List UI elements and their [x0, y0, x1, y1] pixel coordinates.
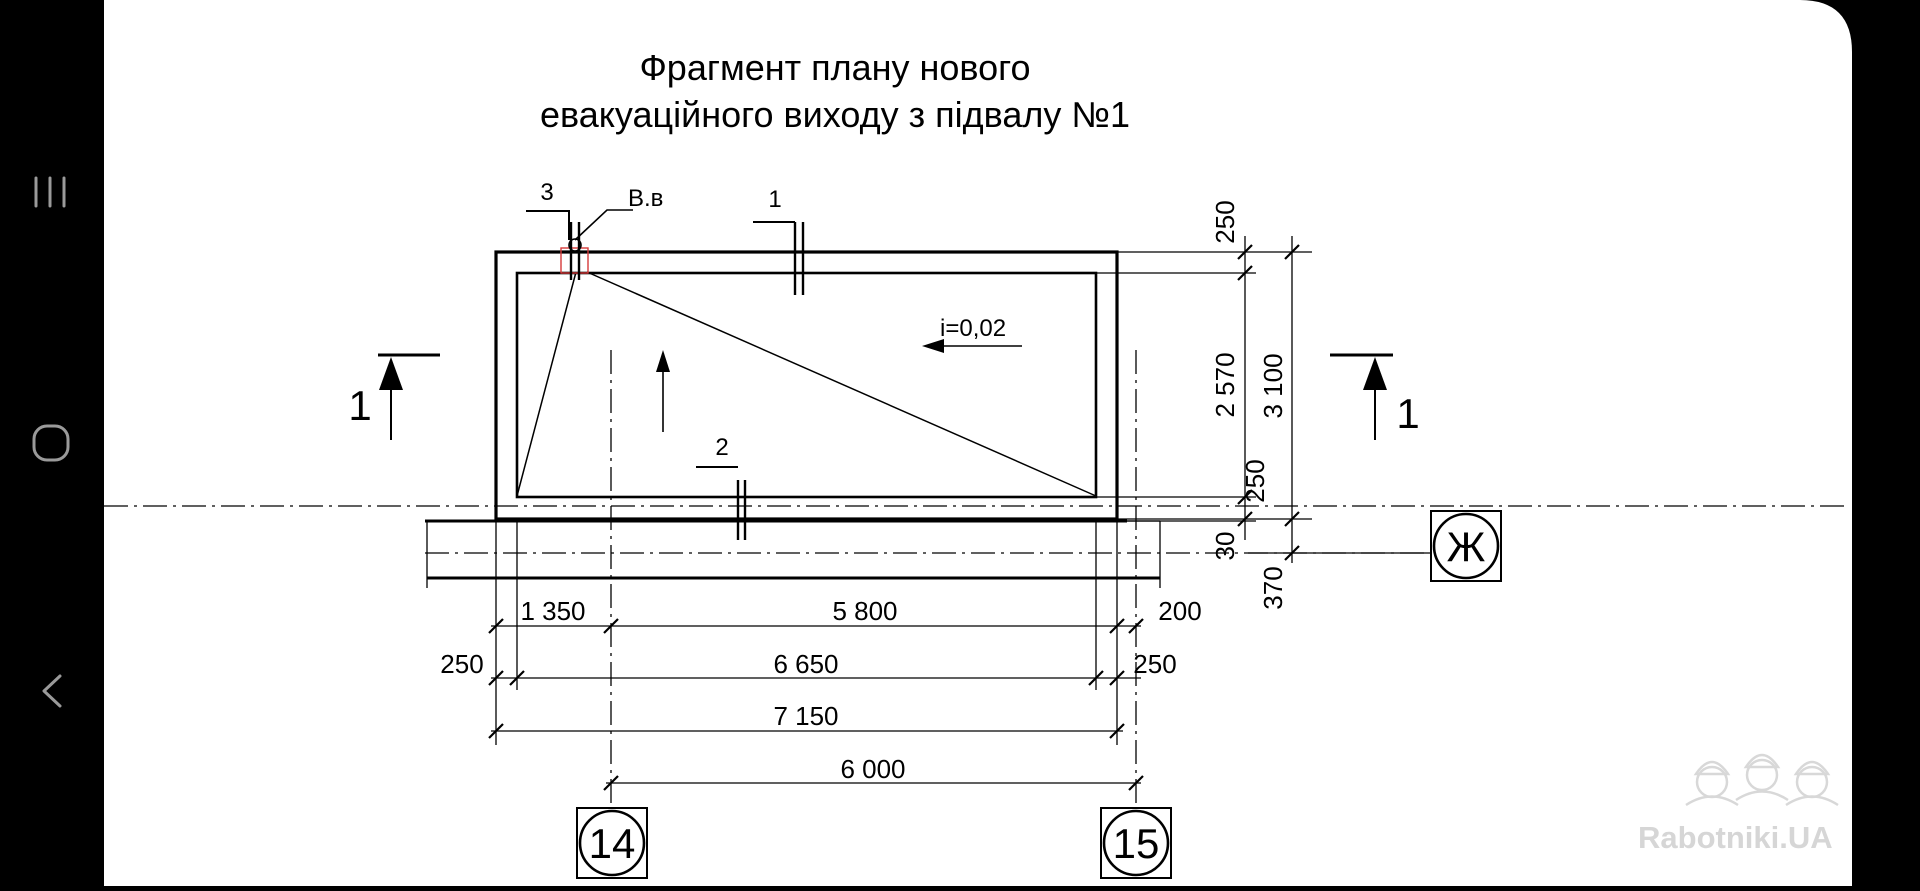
callout-vv-leader — [574, 209, 633, 241]
axis-marker-zh — [1430, 510, 1502, 582]
watermark-text: Rabotniki.UA — [1638, 820, 1833, 855]
title-line-1: Фрагмент плану нового — [639, 47, 1030, 88]
navigation-bar — [0, 0, 104, 886]
section-mark-right-label: 1 — [1396, 390, 1419, 437]
dim-30: 30 — [1210, 532, 1240, 561]
dim-6000: 6 000 — [840, 754, 905, 784]
dim-250-bottom: 250 — [1240, 459, 1270, 502]
slope-arrow — [922, 339, 1022, 353]
axis-marker-15-label: 15 — [1113, 820, 1160, 867]
axis-marker-zh-label: Ж — [1447, 523, 1486, 570]
dim-370: 370 — [1258, 566, 1288, 609]
horizontal-dimensions — [491, 521, 1141, 784]
slope-lines — [516, 271, 1097, 497]
title-line-2: евакуаційного виходу з підвалу №1 — [540, 94, 1130, 135]
section-mark-left-label: 1 — [348, 382, 371, 429]
dim-2570: 2 570 — [1210, 352, 1240, 417]
dim-250-right: 250 — [1133, 649, 1176, 679]
dim-5800: 5 800 — [832, 596, 897, 626]
dimension-ticks — [488, 618, 1144, 791]
dim-200: 200 — [1158, 596, 1201, 626]
dim-6650: 6 650 — [773, 649, 838, 679]
vertical-dimensions — [1096, 236, 1430, 563]
callout-3: 3 — [540, 179, 553, 206]
callout-2-leader — [696, 466, 747, 540]
builders-helmets-icon — [1685, 753, 1839, 807]
axis-marker-14-label: 14 — [589, 820, 636, 867]
back-icon[interactable] — [42, 674, 62, 708]
dim-1350: 1 350 — [520, 596, 585, 626]
drawing-page — [104, 0, 1852, 886]
section-mark-right — [1330, 353, 1393, 440]
callout-1: 1 — [768, 186, 781, 213]
drain-outline — [560, 247, 589, 274]
dim-3100: 3 100 — [1258, 353, 1288, 418]
recent-apps-icon[interactable] — [34, 176, 66, 208]
outer-wall — [494, 250, 1119, 521]
home-icon[interactable] — [32, 424, 70, 462]
axis-marker-14 — [576, 807, 648, 879]
callout-1-leader — [753, 221, 805, 295]
axis-marker-15 — [1100, 807, 1172, 879]
dim-7150: 7 150 — [773, 701, 838, 731]
callout-vv: В.в — [628, 185, 663, 212]
dim-250-top: 250 — [1210, 200, 1240, 243]
nav-bar-background — [0, 0, 104, 886]
dim-250-left: 250 — [440, 649, 483, 679]
callout-2: 2 — [715, 434, 728, 461]
vertical-dimension-ticks — [1237, 244, 1300, 561]
exit-arrow — [656, 350, 670, 432]
slope-label: i=0,02 — [940, 315, 1006, 342]
inner-wall — [515, 271, 1098, 499]
section-mark-left — [378, 353, 440, 440]
callout-3-leader — [526, 210, 581, 280]
pit-walls — [425, 250, 1161, 588]
